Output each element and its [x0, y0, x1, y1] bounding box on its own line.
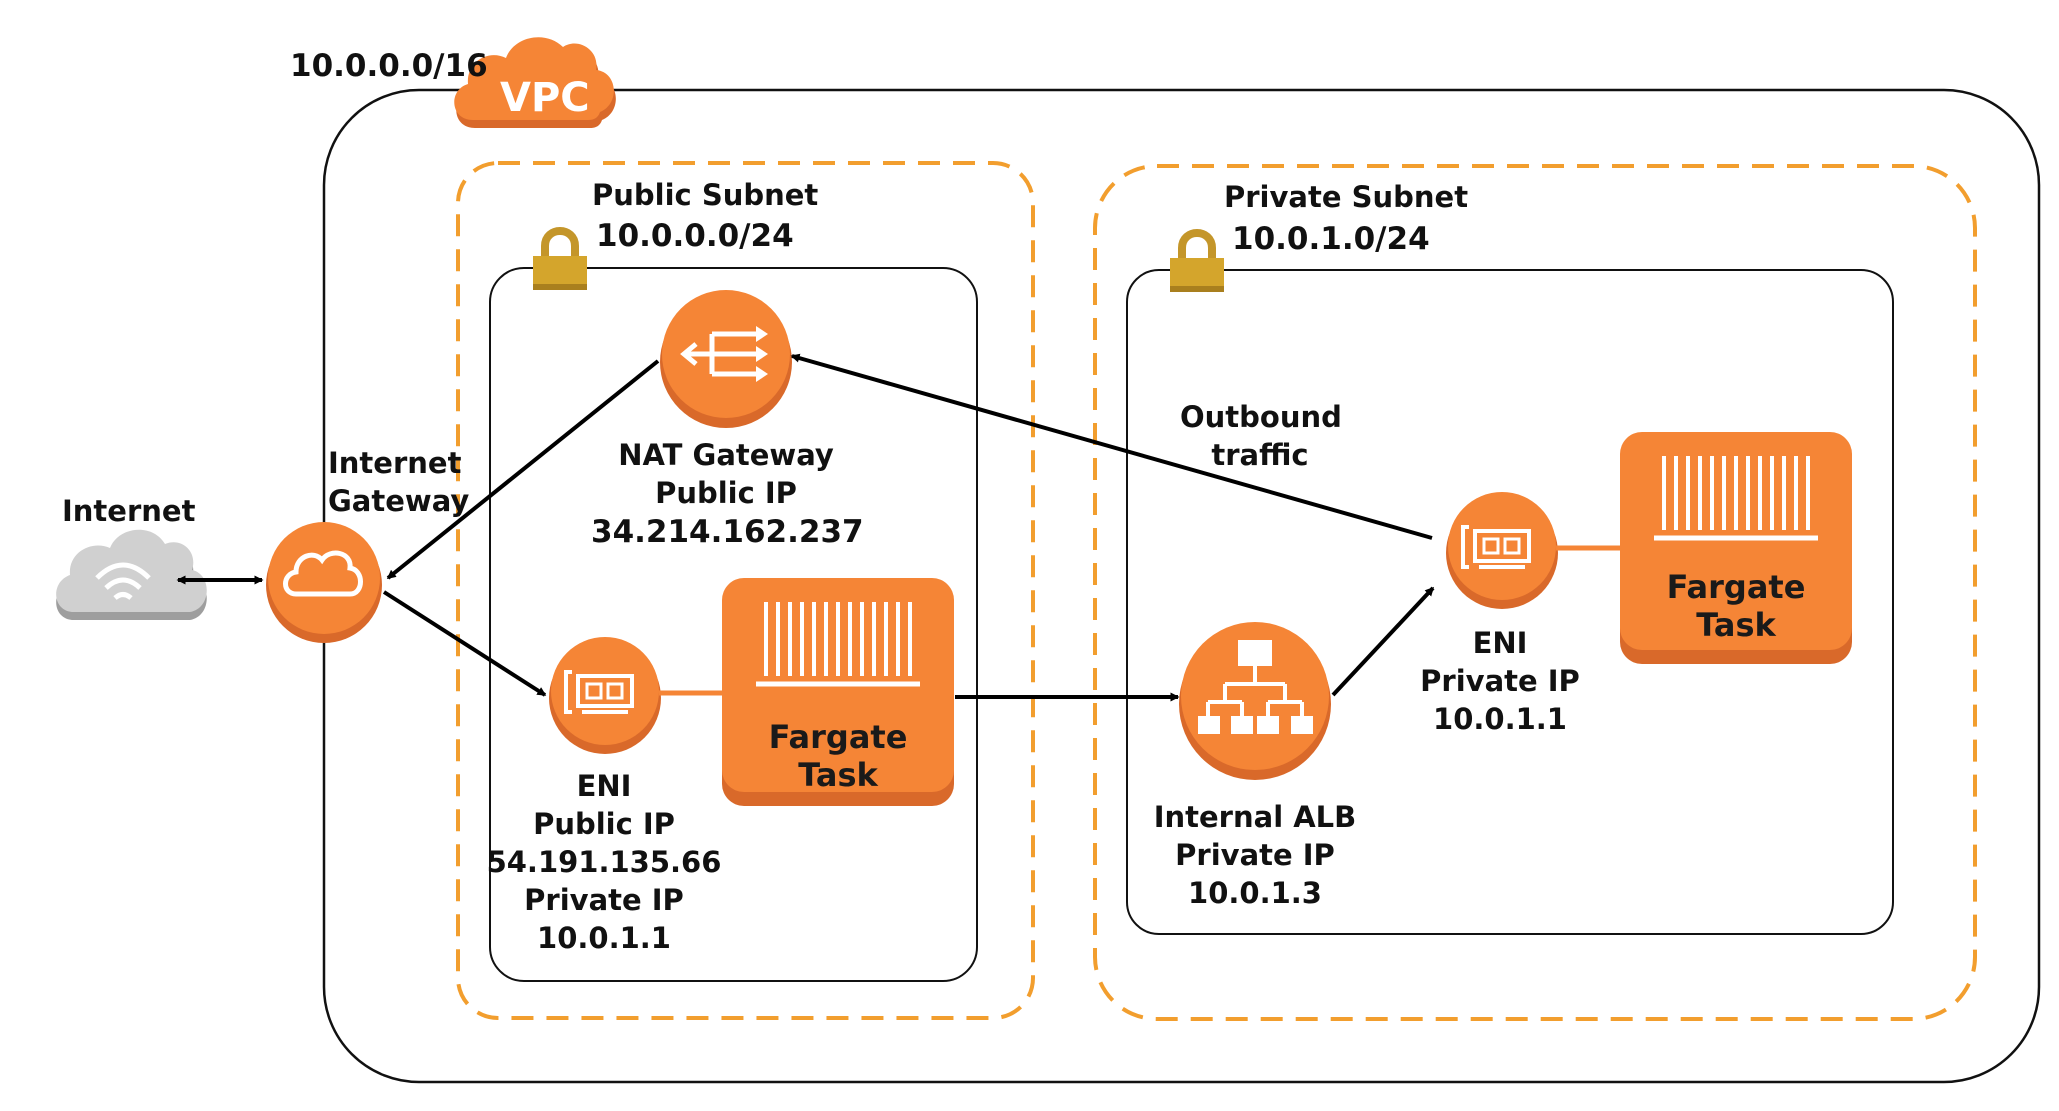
internet-gateway-label: Internet Gateway: [328, 444, 470, 520]
public-eni-public-ip: 54.191.135.66: [486, 845, 722, 879]
private-task-label: Fargate Task: [1620, 568, 1852, 644]
outbound-line2: traffic: [1211, 438, 1309, 472]
internal-alb-ip: 10.0.1.3: [1188, 876, 1322, 910]
private-eni-label: ENI Private IP 10.0.1.1: [1390, 624, 1610, 738]
public-eni-icon: [549, 637, 661, 754]
private-eni-name: ENI: [1472, 626, 1528, 660]
vpc-cidr: 10.0.0.0/16: [290, 48, 488, 84]
internet-gateway-icon: [266, 522, 382, 643]
igw-to-eni-arrow: [382, 590, 547, 697]
alb-to-eni-arrow: [1331, 586, 1435, 697]
private-eni-ip: 10.0.1.1: [1433, 702, 1567, 736]
public-eni-name: ENI: [576, 769, 632, 803]
outbound-to-nat-arrow: [790, 353, 1433, 540]
internet-cloud-icon: [56, 529, 207, 620]
public-task-line1: Fargate: [768, 718, 908, 756]
public-subnet-inner: [489, 267, 978, 982]
public-task-line2: Task: [798, 756, 878, 794]
public-subnet-lock-icon: [533, 227, 587, 290]
public-eni-private-ip-label: Private IP: [524, 883, 684, 917]
outbound-traffic-label: Outbound traffic: [1180, 398, 1342, 474]
public-subnet-title: Public Subnet: [592, 178, 819, 212]
nat-gateway-label: NAT Gateway Public IP 34.214.162.237: [591, 436, 864, 552]
public-eni-private-ip: 10.0.1.1: [537, 921, 671, 955]
private-fargate-task-icon: [1620, 432, 1852, 664]
nat-gateway-name: NAT Gateway: [618, 438, 834, 472]
nat-gateway-ip-label: Public IP: [655, 476, 797, 510]
private-task-line2: Task: [1696, 606, 1776, 644]
private-subnet-inner: [1126, 269, 1894, 935]
internal-alb-label: Internal ALB Private IP 10.0.1.3: [1130, 798, 1380, 912]
private-subnet-lock-icon: [1170, 229, 1224, 292]
internet-gateway-label-line1: Internet: [328, 446, 462, 480]
public-eni-public-ip-label: Public IP: [533, 807, 675, 841]
private-task-line1: Fargate: [1666, 568, 1806, 606]
public-fargate-task-icon: [722, 578, 954, 806]
nat-gateway-ip: 34.214.162.237: [591, 514, 864, 550]
nat-to-igw-arrow: [386, 359, 660, 580]
internal-alb-name: Internal ALB: [1153, 800, 1357, 834]
internet-label: Internet: [62, 494, 196, 528]
private-eni-icon: [1446, 492, 1558, 609]
internal-alb-icon: [1179, 622, 1331, 780]
public-task-label: Fargate Task: [722, 718, 954, 794]
public-subnet-boundary: [456, 161, 1035, 1020]
vpc-badge-label: VPC: [500, 75, 590, 121]
nat-gateway-icon: [660, 290, 792, 428]
vpc-cloud-icon: [454, 37, 616, 129]
internet-gateway-label-line2: Gateway: [328, 484, 470, 518]
public-subnet-cidr: 10.0.0.0/24: [596, 218, 794, 254]
outbound-line1: Outbound: [1180, 400, 1342, 434]
internal-alb-ip-label: Private IP: [1175, 838, 1335, 872]
private-eni-ip-label: Private IP: [1420, 664, 1580, 698]
private-subnet-title: Private Subnet: [1224, 180, 1469, 214]
public-eni-label: ENI Public IP 54.191.135.66 Private IP 1…: [480, 767, 728, 957]
private-subnet-cidr: 10.0.1.0/24: [1232, 221, 1430, 257]
